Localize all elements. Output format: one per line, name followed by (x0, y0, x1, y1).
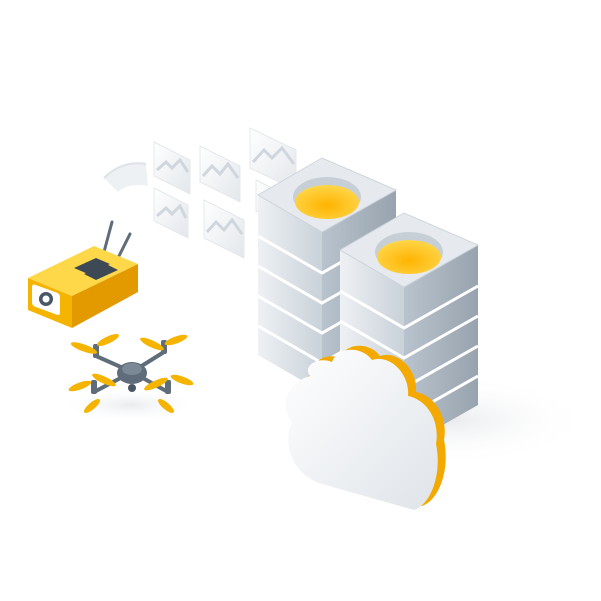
image-thumbnail (153, 141, 191, 195)
propeller (140, 334, 188, 351)
propeller (68, 373, 116, 413)
image-thumbnail (199, 145, 241, 203)
antenna (102, 220, 114, 254)
drone (68, 334, 194, 413)
propeller (144, 374, 194, 413)
cloud (285, 345, 446, 510)
ground-shadow (60, 387, 200, 423)
camera-lens (32, 284, 60, 315)
image-thumbnail (203, 199, 245, 259)
antenna (116, 232, 132, 260)
image-thumbnail (153, 187, 189, 239)
camera-device (28, 220, 138, 328)
propeller (70, 334, 119, 354)
wifi-signal-icon (103, 162, 148, 192)
